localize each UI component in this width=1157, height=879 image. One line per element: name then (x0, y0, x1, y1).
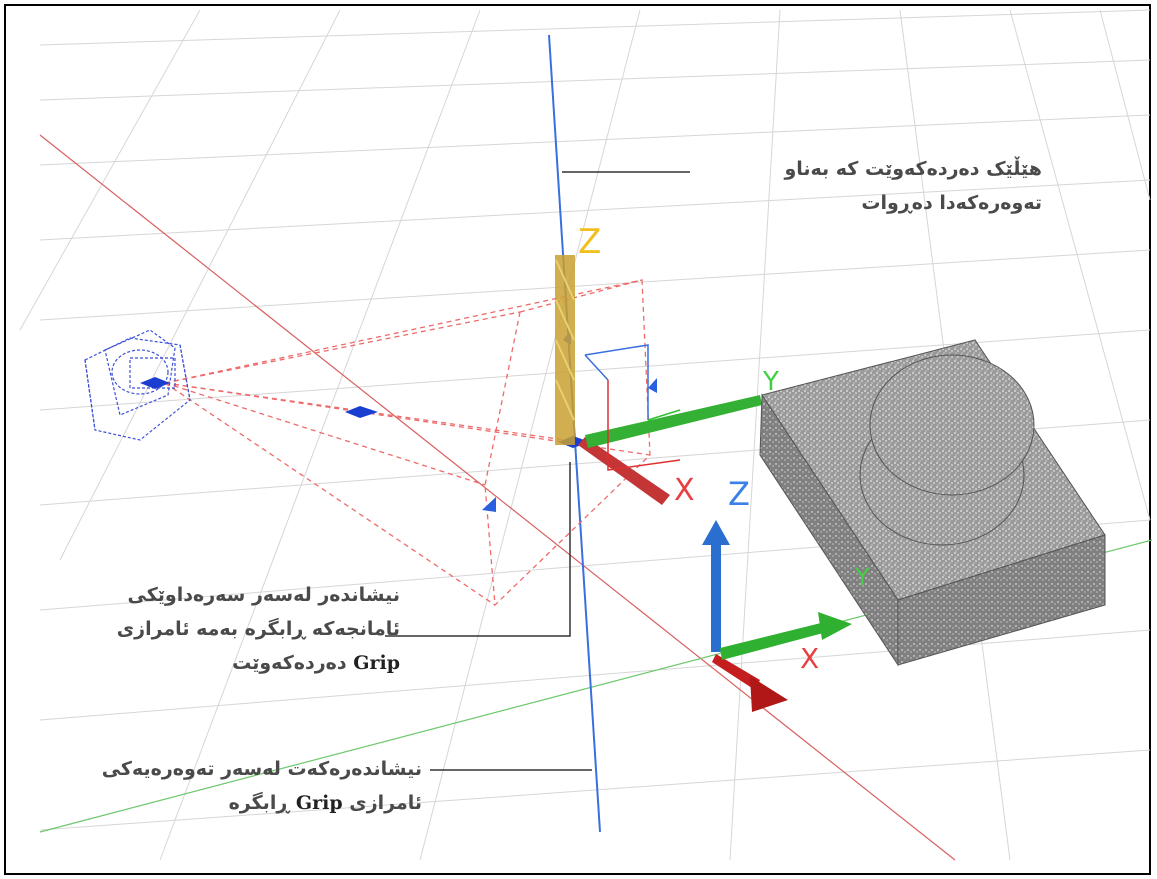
grips[interactable] (140, 330, 657, 512)
camera-gizmo[interactable] (555, 255, 762, 505)
grip-term: Grip (353, 652, 400, 674)
camera-frustum (164, 279, 651, 607)
camera-grip[interactable] (140, 377, 170, 389)
callout-middle-line2: ئامانجەکە ڕابگرە بەمە ئامرازی (116, 618, 400, 640)
callout-middle-line3-rest: دەردەکەوێت (232, 652, 347, 674)
callout-bottom-line2: ئامرازی Grip ڕابگرە (18, 786, 422, 820)
frustum-grip-1[interactable] (482, 497, 496, 512)
callout-top: هێڵێک دەردەکەوێت کە بەناو تەوەرەکەدا دەڕ… (702, 152, 1042, 220)
callout-middle-line3: Grip دەردەکەوێت (18, 646, 400, 680)
ucs-icon[interactable] (702, 520, 852, 712)
callout-middle-line1: نیشاندەر لەسەر سەرەداوێکی (127, 584, 401, 606)
leader-lines (385, 171, 690, 771)
camera-x-label: X (674, 473, 695, 508)
camera-z2-label: Z (728, 475, 750, 513)
camera-y-label: Y (762, 367, 779, 397)
grip-term: Grip (295, 792, 343, 814)
callout-bottom-line2-a: ئامرازی (349, 792, 422, 814)
callout-bottom: نیشاندەرەکەت لەسەر تەوەرەیەکی ئامرازی Gr… (18, 752, 422, 820)
ucs-y-label: Y (854, 563, 870, 591)
camera-icon[interactable] (84, 329, 191, 441)
callout-top-line2: تەوەرەکەدا دەڕوات (861, 192, 1042, 214)
callout-bottom-line1: نیشاندەرەکەت لەسەر تەوەرەیەکی (101, 758, 422, 780)
callout-bottom-line2-b: ڕابگرە (228, 792, 290, 814)
callout-top-line1: هێڵێک دەردەکەوێت کە بەناو (784, 158, 1042, 180)
lens-grip[interactable] (345, 406, 378, 418)
camera-z-label: Z (578, 222, 601, 262)
callout-middle: نیشاندەر لەسەر سەرەداوێکی ئامانجەکە ڕابگ… (18, 578, 400, 680)
box-solid[interactable] (759, 339, 1106, 667)
ucs-x-label: X (800, 642, 819, 675)
frustum-grip-2[interactable] (648, 378, 657, 393)
